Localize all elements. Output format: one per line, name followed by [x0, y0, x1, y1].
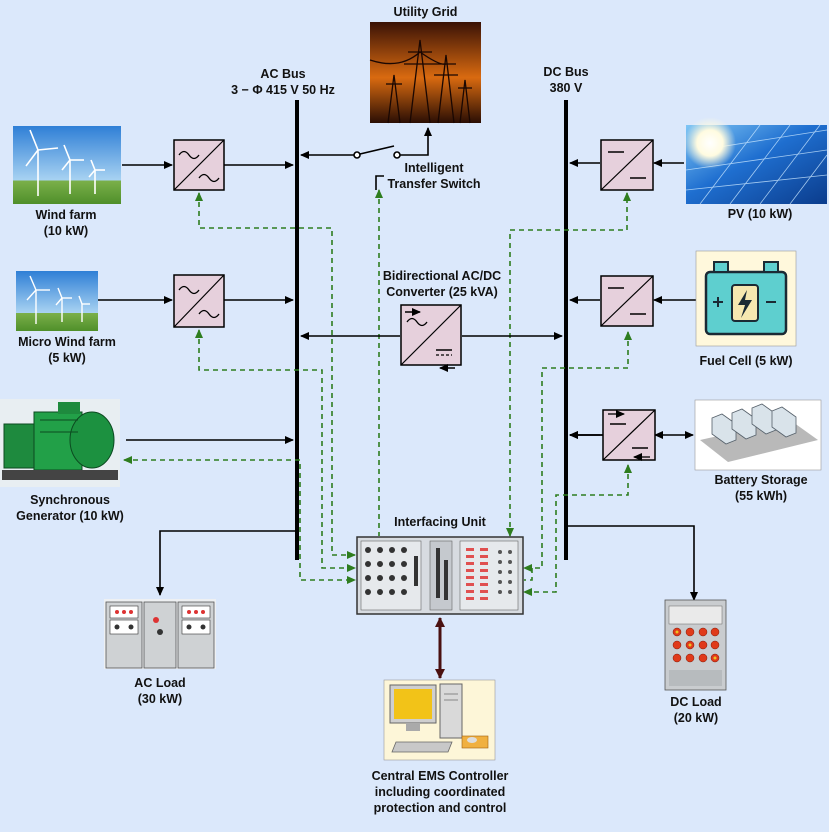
ems-controller-label: Central EMS Controller including coordin… [350, 768, 530, 816]
utility-grid-label: Utility Grid [393, 5, 458, 19]
bidirectional-converter-label: Bidirectional AC/DC Converter (25 kVA) [372, 268, 512, 300]
fuel-cell-converter [600, 275, 654, 327]
transfer-switch-label: Intelligent Transfer Switch [378, 160, 490, 192]
wind-farm-name: Wind farm [35, 208, 97, 222]
transfer-switch-line2: Transfer Switch [387, 177, 481, 191]
bidirectional-converter-box [400, 304, 462, 372]
ac-bus-rating: 3 − Φ 415 V 50 Hz [231, 83, 335, 97]
fuel-cell-image [695, 250, 797, 347]
ems-controller-line2: including coordinated [374, 785, 506, 799]
wind-farm-rating: (10 kW) [43, 224, 89, 238]
battery-storage-name: Battery Storage [714, 473, 808, 487]
bidirectional-converter-line2: Converter (25 kVA) [386, 285, 498, 299]
utility-grid-image [369, 22, 481, 124]
battery-storage-rating: (55 kWh) [734, 489, 788, 503]
ac-load-rating: (30 kW) [137, 692, 183, 706]
ac-load-name: AC Load [134, 676, 186, 690]
dc-load-image [664, 599, 727, 691]
wind-farm-converter [173, 139, 225, 191]
battery-converter [602, 409, 656, 461]
ac-load-label: AC Load (30 kW) [110, 675, 210, 707]
pv-converter [600, 139, 654, 191]
dc-bus-label: DC Bus 380 V [526, 64, 606, 96]
synchronous-generator-rating: Generator (10 kW) [16, 509, 124, 523]
micro-wind-farm-name: Micro Wind farm [18, 335, 116, 349]
dc-load-label: DC Load (20 kW) [646, 694, 746, 726]
ac-bus-name: AC Bus [260, 67, 306, 81]
micro-wind-farm-label: Micro Wind farm (5 kW) [4, 334, 130, 366]
battery-storage-label: Battery Storage (55 kWh) [696, 472, 826, 504]
transfer-switch-line1: Intelligent [404, 161, 464, 175]
transfer-switch-symbol [353, 145, 401, 190]
wind-farm-label: Wind farm (10 kW) [12, 207, 120, 239]
control-signal-lines [123, 189, 632, 596]
ems-computer-image [383, 679, 496, 761]
dc-load-rating: (20 kW) [673, 711, 719, 725]
ems-controller-line3: protection and control [373, 801, 507, 815]
interfacing-unit-panel [356, 536, 524, 615]
pv-label: PV (10 kW) [727, 207, 793, 221]
bidirectional-converter-line1: Bidirectional AC/DC [382, 269, 502, 283]
ems-controller-line1: Central EMS Controller [371, 769, 509, 783]
ac-load-image [104, 599, 216, 669]
fuel-cell-label: Fuel Cell (5 kW) [699, 354, 793, 368]
micro-wind-farm-image [16, 271, 98, 331]
dc-load-name: DC Load [670, 695, 722, 709]
ac-bus-label: AC Bus 3 − Φ 415 V 50 Hz [226, 66, 340, 98]
synchronous-generator-image [0, 399, 120, 487]
battery-storage-image [694, 399, 822, 471]
micro-wind-converter [173, 274, 225, 328]
synchronous-generator-name: Synchronous [30, 493, 110, 507]
interfacing-unit-label: Interfacing Unit [394, 515, 486, 529]
dc-bus-rating: 380 V [549, 81, 583, 95]
micro-wind-farm-rating: (5 kW) [48, 351, 86, 365]
synchronous-generator-label: Synchronous Generator (10 kW) [2, 492, 138, 524]
pv-panel-image [684, 117, 828, 205]
dc-bus-name: DC Bus [543, 65, 589, 79]
wind-farm-image [13, 126, 121, 204]
